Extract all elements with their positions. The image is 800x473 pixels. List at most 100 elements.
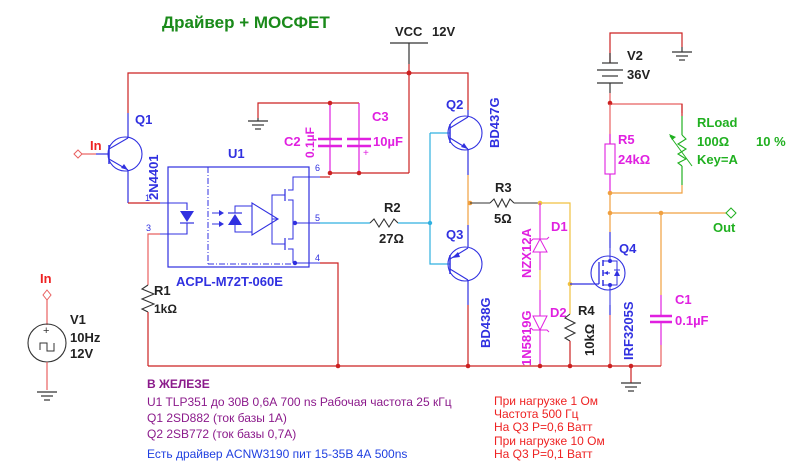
load-note-line: При нагрузке 10 Ом: [494, 434, 605, 448]
q2-part: BD437G: [487, 97, 502, 148]
decoupling-caps: C2 0.1µF C3 10µF +: [257, 100, 403, 176]
rload-value: 100Ω: [697, 134, 729, 149]
wire: [540, 202, 571, 284]
u1-pin-1: 1: [145, 193, 150, 203]
input-port-q1[interactable]: In: [73, 138, 102, 159]
u1-name: U1: [228, 146, 245, 161]
rload-name: RLoad: [697, 115, 738, 130]
c3-value: 10µF: [373, 134, 403, 149]
rload-percent: 10 %: [756, 134, 786, 149]
notes-heading: В ЖЕЛЕЗЕ: [147, 377, 210, 391]
q4-name: Q4: [619, 241, 637, 256]
v1-in-label: In: [40, 271, 52, 286]
q4-mosfet: Q4 IRF3205S: [570, 232, 637, 366]
c1-capacitor: C1 0.1µF: [650, 213, 709, 366]
r4-resistor: R4 10kΩ: [563, 284, 597, 366]
diagram-title: Драйвер + МОСФЕТ: [162, 13, 330, 32]
u1-pin-3: 3: [146, 223, 151, 233]
hardware-notes: В ЖЕЛЕЗЕ U1 TLP351 до 30В 0,6А 700 ns Ра…: [147, 377, 452, 461]
v2-battery: V2 36V: [597, 32, 683, 93]
c3-name: C3: [372, 109, 389, 124]
u1-optocoupler: 1 3 4 5 6 U1 ACPL-M72T-060E: [145, 146, 320, 289]
q3-name: Q3: [446, 227, 463, 242]
r5-resistor: R5 24kΩ: [604, 104, 650, 193]
c1-name: C1: [675, 292, 692, 307]
v1-name: V1: [70, 312, 86, 327]
v2-value: 36V: [627, 67, 650, 82]
v1-freq: 10Hz: [70, 330, 101, 345]
ground-icon: [37, 391, 57, 401]
r5-name: R5: [618, 132, 635, 147]
q1-part: 2N4401: [146, 154, 161, 200]
junction-dots: [335, 363, 634, 369]
r3-value: 5Ω: [494, 211, 512, 226]
v1-amp: 12V: [70, 346, 93, 361]
d2-name: D2: [550, 305, 567, 320]
notes-line: Q1 2SD882 (ток базы 1А): [147, 411, 287, 425]
notes-line: Q2 2SB772 (ток базы 0,7А): [147, 427, 296, 441]
q2-transistor: Q2 BD437G: [446, 97, 502, 175]
vcc-value: 12V: [432, 24, 455, 39]
c2-value: 0.1µF: [303, 127, 317, 158]
load-note-line: На Q3 P=0,6 Ватт: [494, 420, 593, 434]
load-note-line: При нагрузке 1 Ом: [494, 394, 598, 408]
c3-polarity: +: [363, 148, 369, 159]
plus-icon: +: [43, 325, 49, 337]
out-label: Out: [713, 220, 736, 235]
rload-key: Key=A: [697, 152, 738, 167]
r2-value: 27Ω: [379, 231, 404, 246]
q1-in-label: In: [90, 138, 102, 153]
ground-icon: [248, 118, 268, 130]
r4-name: R4: [578, 303, 595, 318]
r3-resistor: R3 5Ω: [467, 175, 540, 226]
r1-value: 1kΩ: [154, 302, 177, 316]
vcc-rail-wires: [127, 64, 469, 174]
schottky-diode-d2: D2 1N5819G: [519, 290, 567, 366]
d2-part: 1N5819G: [519, 310, 534, 366]
r5-value: 24kΩ: [618, 152, 650, 167]
wire: [609, 93, 683, 113]
notes-line: U1 TLP351 до 30В 0,6А 700 ns Рабочая час…: [147, 395, 452, 409]
q3-transistor: Q3 BD438G: [446, 225, 493, 366]
u1-pin-6: 6: [315, 163, 320, 173]
v2-name: V2: [627, 48, 643, 63]
d1-name: D1: [551, 219, 568, 234]
c1-value: 0.1µF: [675, 313, 709, 328]
junction-dot: [607, 100, 613, 106]
r1-name: R1: [154, 283, 171, 298]
ground-icon: [621, 382, 641, 392]
load-note-line: На Q3 P=0,1 Ватт: [494, 447, 593, 461]
q1-transistor: Q1 2N4401: [96, 112, 161, 204]
r4-value: 10kΩ: [582, 324, 597, 356]
vcc-label: VCC: [395, 24, 423, 39]
load-notes: При нагрузке 1 Ом Частота 500 Гц На Q3 P…: [494, 394, 605, 461]
junction-dot: [607, 210, 613, 216]
c2-name: C2: [284, 134, 301, 149]
r1-resistor: R1 1kΩ: [140, 233, 177, 366]
r2-name: R2: [384, 200, 401, 215]
load-note-line: Частота 500 Гц: [494, 407, 579, 421]
d1-part: NZX12A: [519, 228, 534, 278]
junction-dot: [406, 70, 412, 76]
u1-pin-4: 4: [315, 253, 320, 263]
q4-part: IRF3205S: [621, 301, 636, 360]
output-port[interactable]: Out: [713, 207, 737, 235]
wire: [320, 262, 339, 366]
r3-name: R3: [495, 180, 512, 195]
zener-diode-d1: D1 NZX12A: [519, 203, 568, 290]
q3-part: BD438G: [478, 297, 493, 348]
vcc-supply: VCC 12V: [390, 24, 455, 64]
rload-potentiometer[interactable]: RLoad 100Ω 10 % Key=A: [610, 104, 786, 194]
ground-icon: [672, 47, 692, 61]
wire: [429, 133, 450, 265]
v1-pulse-source: + V1 10Hz 12V: [27, 300, 101, 390]
driver-note: Есть драйвер ACNW3190 пит 15-35В 4А 500n…: [147, 447, 407, 461]
q1-name: Q1: [135, 112, 152, 127]
q2-name: Q2: [446, 97, 463, 112]
square-wave-icon: [39, 342, 55, 352]
u1-part: ACPL-M72T-060E: [176, 274, 283, 289]
u1-pin-5: 5: [315, 213, 320, 223]
input-port-v1[interactable]: In: [40, 271, 52, 301]
